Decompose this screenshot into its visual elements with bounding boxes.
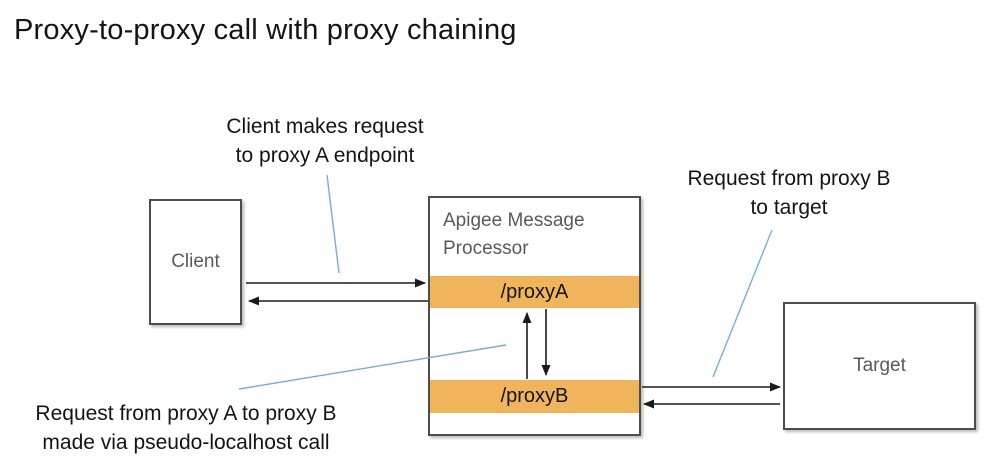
diagram-title: Proxy-to-proxy call with proxy chaining: [14, 14, 517, 46]
proxy-a-label: /proxyA: [500, 280, 569, 303]
proxy-a-bar: /proxyA: [430, 276, 639, 308]
proxy-b-bar: /proxyB: [430, 380, 639, 413]
annotation-proxyb-to-target-line1: Request from proxy B: [687, 167, 891, 190]
annotation-client-request-line1: Client makes request: [226, 115, 424, 138]
message-processor-title: Apigee Message Processor: [443, 210, 585, 259]
client-node: Client: [149, 199, 242, 325]
client-node-label: Client: [171, 251, 220, 272]
leader-line-client-request: [326, 174, 340, 274]
target-node-label: Target: [853, 355, 906, 376]
annotation-client-request: Client makes request to proxy A endpoint: [170, 112, 480, 170]
target-node: Target: [783, 302, 976, 430]
leader-line-proxyb-to-target: [712, 229, 773, 378]
annotation-client-request-line2: to proxy A endpoint: [235, 144, 415, 167]
annotation-proxya-to-proxyb-line2: made via pseudo-localhost call: [42, 431, 330, 454]
annotation-proxya-to-proxyb: Request from proxy A to proxy B made via…: [10, 399, 362, 457]
message-processor-node: Apigee Message Processor /proxyA /proxyB: [428, 196, 641, 436]
annotation-proxyb-to-target-line2: to target: [750, 196, 828, 219]
annotation-proxyb-to-target: Request from proxy B to target: [659, 164, 919, 222]
proxy-b-label: /proxyB: [500, 385, 569, 407]
annotation-proxya-to-proxyb-line1: Request from proxy A to proxy B: [35, 402, 337, 425]
